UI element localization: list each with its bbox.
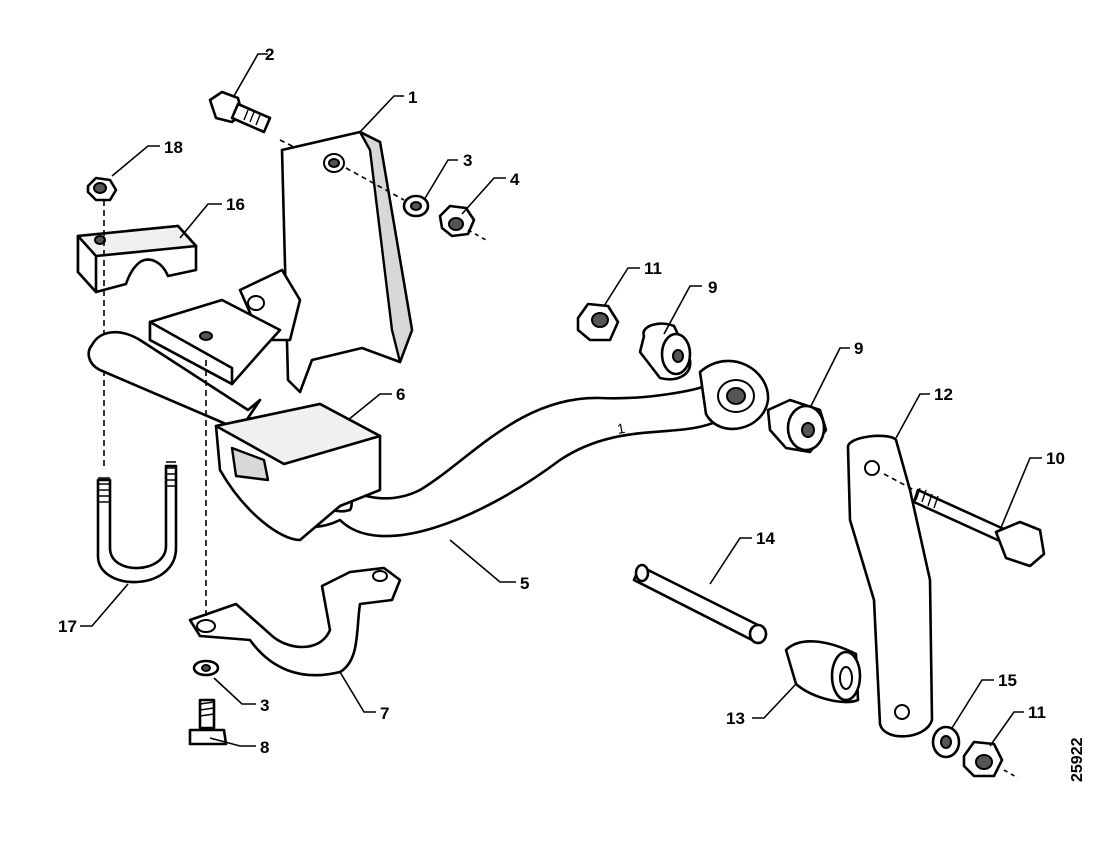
part-8-bolt xyxy=(188,698,228,746)
part-10-bolt xyxy=(883,473,1046,568)
callout-2: 2 xyxy=(265,45,274,64)
part-16-clamp-block xyxy=(76,224,198,294)
callout-10: 10 xyxy=(1046,449,1065,468)
callout-leaders xyxy=(80,53,1042,747)
part-14-pin xyxy=(632,563,768,645)
callout-7: 7 xyxy=(380,704,389,723)
part-1-bracket xyxy=(238,130,414,394)
callout-13: 13 xyxy=(726,709,745,728)
part-3-washer-top xyxy=(402,194,430,218)
callout-8: 8 xyxy=(260,738,269,757)
callout-14: 14 xyxy=(756,529,775,548)
part-2-bolt xyxy=(208,90,301,151)
callout-5: 5 xyxy=(520,574,529,593)
callout-11-bottom: 11 xyxy=(1028,703,1046,722)
callout-15: 15 xyxy=(998,671,1017,690)
part-6-bushing xyxy=(214,402,382,542)
callout-3-top: 3 xyxy=(463,151,472,170)
callout-4: 4 xyxy=(510,170,520,189)
part-12-link-arm xyxy=(846,434,934,738)
callout-12: 12 xyxy=(934,385,953,404)
part-15-washer xyxy=(931,725,961,759)
part-4-nut xyxy=(345,167,487,241)
part-9-bushing-left xyxy=(638,322,692,381)
callout-18: 18 xyxy=(164,138,183,157)
part-13-sleeve xyxy=(784,639,862,704)
callout-1: 1 xyxy=(408,88,417,107)
bar-mark: 1 xyxy=(616,420,627,437)
part-9-bushing-right xyxy=(766,398,828,454)
reference-number: 25922 xyxy=(1069,737,1086,782)
callout-9-right: 9 xyxy=(854,339,863,358)
callout-9-left: 9 xyxy=(708,278,717,297)
part-3-washer-bottom xyxy=(192,360,220,677)
part-11-nut-top xyxy=(576,302,620,342)
callout-17: 17 xyxy=(58,617,77,636)
callout-11-top: 11 xyxy=(644,259,662,278)
callout-3-bottom: 3 xyxy=(260,696,269,715)
callout-6: 6 xyxy=(396,385,405,404)
callout-16: 16 xyxy=(226,195,245,214)
bracket-base-plate xyxy=(148,298,282,386)
part-11-nut-bottom xyxy=(962,740,1019,779)
part-18-nut xyxy=(86,176,118,202)
part-7-strap xyxy=(188,566,402,677)
